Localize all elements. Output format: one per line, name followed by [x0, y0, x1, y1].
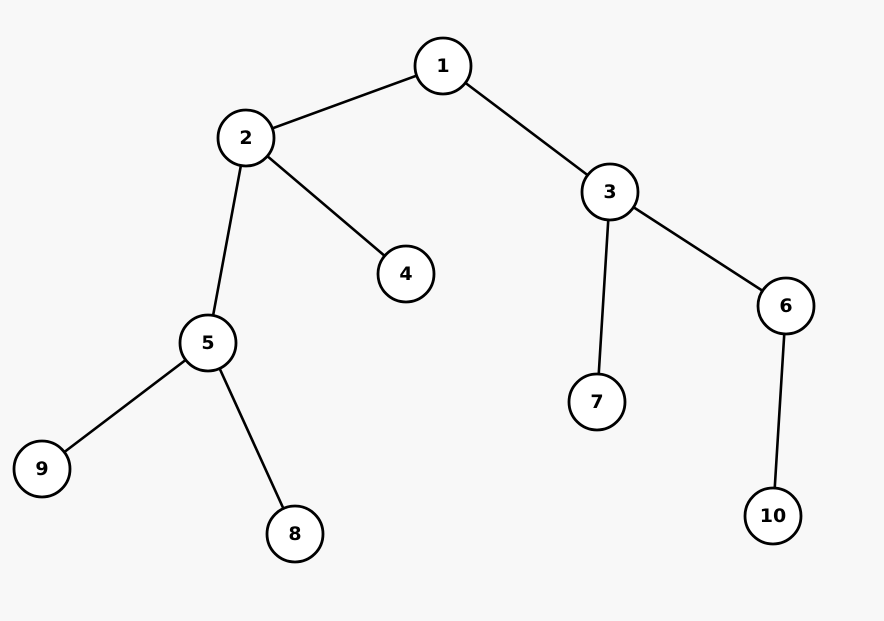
edge-2-4 [244, 136, 408, 276]
node-label: 6 [779, 295, 792, 317]
edge-6-10 [771, 304, 788, 518]
edge-3-7 [595, 190, 612, 404]
node-label: 3 [603, 181, 616, 203]
node-label: 5 [201, 332, 214, 354]
edges-layer [40, 64, 788, 536]
node-circle [178, 313, 238, 373]
node-3: 3 [580, 162, 640, 222]
node-8: 8 [265, 504, 325, 564]
node-circle [580, 162, 640, 222]
edge-3-6 [608, 190, 788, 308]
edge-1-2 [244, 64, 445, 140]
node-label: 9 [35, 458, 48, 480]
node-circle [756, 276, 816, 336]
node-circle [413, 36, 473, 96]
node-9: 9 [12, 439, 72, 499]
edge-2-5 [206, 136, 248, 345]
node-4: 4 [376, 244, 436, 304]
edge-5-8 [206, 341, 297, 536]
node-6: 6 [756, 276, 816, 336]
node-10: 10 [743, 486, 803, 546]
nodes-layer: 1 2 3 4 5 6 7 8 9 10 [12, 36, 816, 564]
node-circle [265, 504, 325, 564]
node-label: 7 [590, 391, 603, 413]
node-7: 7 [567, 372, 627, 432]
edge-1-3 [441, 64, 612, 194]
node-circle [216, 108, 276, 168]
node-label: 1 [436, 55, 449, 77]
node-2: 2 [216, 108, 276, 168]
node-circle [567, 372, 627, 432]
node-circle [376, 244, 436, 304]
node-1: 1 [413, 36, 473, 96]
node-label: 2 [239, 127, 252, 149]
node-label: 10 [760, 505, 786, 527]
node-circle [12, 439, 72, 499]
edge-5-9 [40, 341, 210, 471]
node-label: 8 [288, 523, 301, 545]
node-5: 5 [178, 313, 238, 373]
node-label: 4 [399, 263, 412, 285]
node-circle [743, 486, 803, 546]
